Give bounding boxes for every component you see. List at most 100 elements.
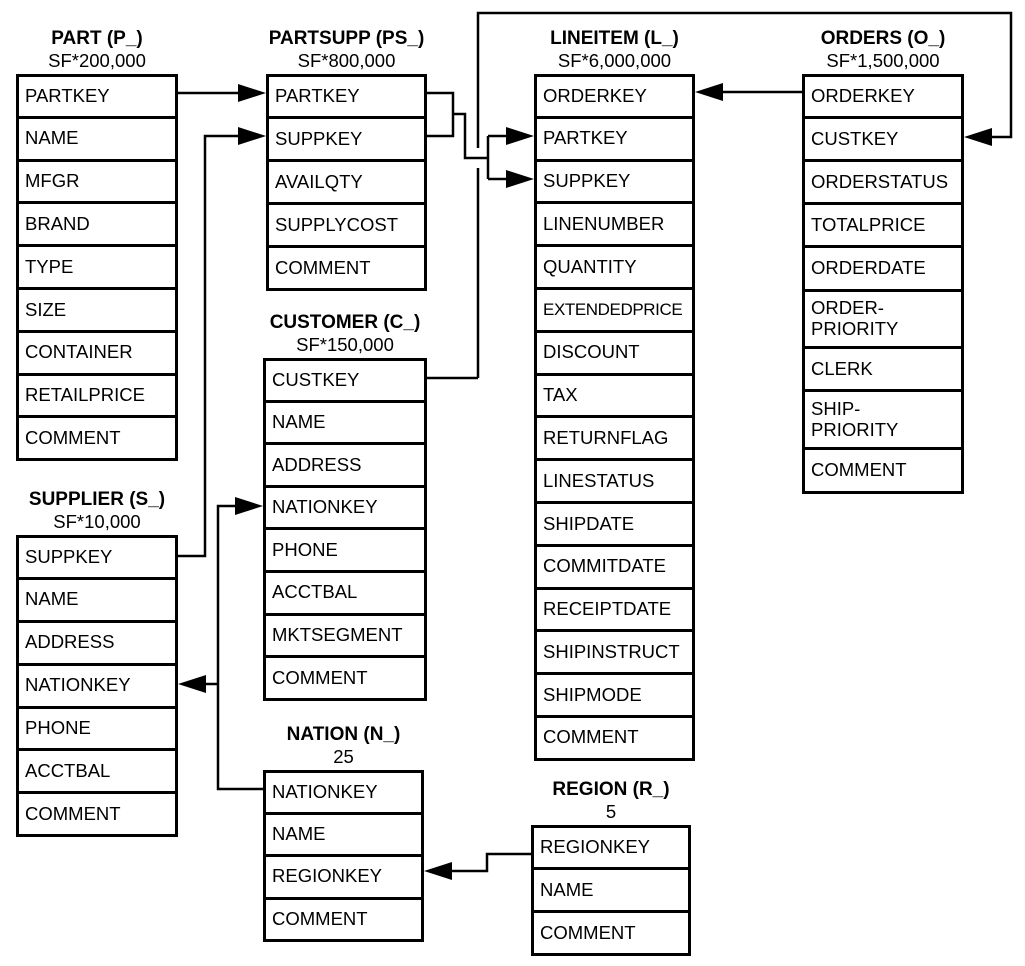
field-row-part-name: NAME xyxy=(19,115,175,159)
field-row-supplier-address: ADDRESS xyxy=(19,619,175,663)
field-label: AVAILQTY xyxy=(275,170,363,192)
table-title: SUPPLIER (S_) xyxy=(28,489,166,510)
field-row-supplier-name: NAME xyxy=(19,576,175,620)
field-label: SUPPKEY xyxy=(543,170,631,192)
table-header: NATION (N_)25 xyxy=(263,724,424,767)
field-row-nation-comment: COMMENT xyxy=(266,896,421,939)
field-label: PARTKEY xyxy=(25,85,110,107)
field-row-part-mfgr: MFGR xyxy=(19,158,175,202)
field-row-orders-ship-priority: SHIP- PRIORITY xyxy=(805,389,961,447)
field-row-orders-clerk: CLERK xyxy=(805,346,961,389)
field-row-customer-mktsegment: MKTSEGMENT xyxy=(266,612,424,656)
field-label: ORDERSTATUS xyxy=(811,170,949,192)
field-row-part-partkey: PARTKEY xyxy=(19,77,175,116)
field-label: RETURNFLAG xyxy=(543,426,669,448)
table-cardinality: SF*6,000,000 xyxy=(557,50,672,71)
table-cardinality: SF*150,000 xyxy=(296,334,394,355)
field-row-nation-nationkey: NATIONKEY xyxy=(266,773,421,812)
field-row-part-container: CONTAINER xyxy=(19,329,175,373)
field-row-supplier-acctbal: ACCTBAL xyxy=(19,748,175,792)
table-title: REGION (R_) xyxy=(552,779,670,800)
field-row-customer-name: NAME xyxy=(266,399,424,443)
field-label: PARTKEY xyxy=(275,85,360,107)
field-label: SHIPINSTRUCT xyxy=(543,640,680,662)
field-row-lineitem-commitdate: COMMITDATE xyxy=(537,543,692,587)
field-label: RECEIPTDATE xyxy=(543,598,672,620)
field-row-part-brand: BRAND xyxy=(19,201,175,245)
table-cardinality: SF*1,500,000 xyxy=(826,50,940,71)
rel-supplier-suppkey-to-partsupp-suppkey xyxy=(178,127,266,558)
field-label: CLERK xyxy=(811,357,873,379)
field-row-lineitem-receiptdate: RECEIPTDATE xyxy=(537,586,692,630)
field-label: SHIP- PRIORITY xyxy=(811,397,899,440)
field-row-orders-orderstatus: ORDERSTATUS xyxy=(805,159,961,202)
field-label: CUSTKEY xyxy=(272,368,360,390)
arrowhead-right xyxy=(506,170,534,188)
table-header: LINEITEM (L_)SF*6,000,000 xyxy=(534,28,695,71)
field-row-lineitem-suppkey: SUPPKEY xyxy=(537,158,692,202)
arrowhead-left xyxy=(695,83,723,101)
field-row-lineitem-linenumber: LINENUMBER xyxy=(537,201,692,245)
field-row-orders-custkey: CUSTKEY xyxy=(805,116,961,159)
field-label: RETAILPRICE xyxy=(25,384,145,406)
field-label: REGIONKEY xyxy=(272,865,382,887)
field-label: MKTSEGMENT xyxy=(272,624,403,645)
field-row-region-comment: COMMENT xyxy=(534,910,688,953)
relationship-line xyxy=(178,134,238,558)
table-cardinality: 25 xyxy=(333,746,354,767)
arrowhead-right xyxy=(238,127,266,145)
field-row-partsupp-partkey: PARTKEY xyxy=(269,77,424,116)
field-label: SHIPMODE xyxy=(543,683,642,705)
field-label: REGIONKEY xyxy=(540,836,650,858)
field-row-supplier-phone: PHONE xyxy=(19,705,175,749)
field-label: ORDER- PRIORITY xyxy=(811,297,899,339)
field-label: CONTAINER xyxy=(25,341,133,363)
field-row-orders-orderdate: ORDERDATE xyxy=(805,245,961,289)
table-header: CUSTOMER (C_)SF*150,000 xyxy=(263,312,427,355)
table-cardinality: 5 xyxy=(605,801,617,822)
field-label: SUPPLYCOST xyxy=(275,213,399,235)
relationship-line xyxy=(452,852,531,873)
field-row-part-size: SIZE xyxy=(19,286,175,330)
field-label: QUANTITY xyxy=(543,255,637,277)
field-row-orders-comment: COMMENT xyxy=(805,447,961,491)
field-label: TAX xyxy=(543,384,578,406)
table-title: LINEITEM (L_) xyxy=(550,28,679,49)
field-row-customer-comment: COMMENT xyxy=(266,655,424,698)
field-row-customer-nationkey: NATIONKEY xyxy=(266,484,424,528)
rel-region-regionkey-to-nation-regionkey xyxy=(424,852,531,880)
field-row-region-regionkey: REGIONKEY xyxy=(534,828,688,867)
field-label: COMMENT xyxy=(275,256,371,278)
arrowhead-left xyxy=(964,128,992,146)
field-label: SUPPKEY xyxy=(25,546,113,568)
field-label: SHIPDATE xyxy=(543,512,635,534)
field-label: SIZE xyxy=(25,298,67,320)
field-label: COMMENT xyxy=(272,907,368,929)
table-title: NATION (N_) xyxy=(286,724,401,745)
field-row-lineitem-shipmode: SHIPMODE xyxy=(537,672,692,715)
field-label: NAME xyxy=(25,588,79,610)
table-cardinality: SF*10,000 xyxy=(53,511,141,532)
table-title: CUSTOMER (C_) xyxy=(269,312,421,333)
field-label: TYPE xyxy=(25,255,74,277)
field-label: NATIONKEY xyxy=(25,674,131,696)
field-label: COMMENT xyxy=(25,802,121,824)
field-row-lineitem-shipdate: SHIPDATE xyxy=(537,500,692,544)
field-row-supplier-comment: COMMENT xyxy=(19,791,175,835)
field-label: BRAND xyxy=(25,212,90,234)
field-label: COMMENT xyxy=(543,726,639,748)
field-label: PHONE xyxy=(272,538,338,560)
table-header: PARTSUPP (PS_)SF*800,000 xyxy=(266,28,427,71)
field-label: ADDRESS xyxy=(25,631,115,653)
arrowhead-right xyxy=(238,84,266,102)
table-header: REGION (R_)5 xyxy=(531,779,691,822)
field-label: NAME xyxy=(272,411,326,433)
